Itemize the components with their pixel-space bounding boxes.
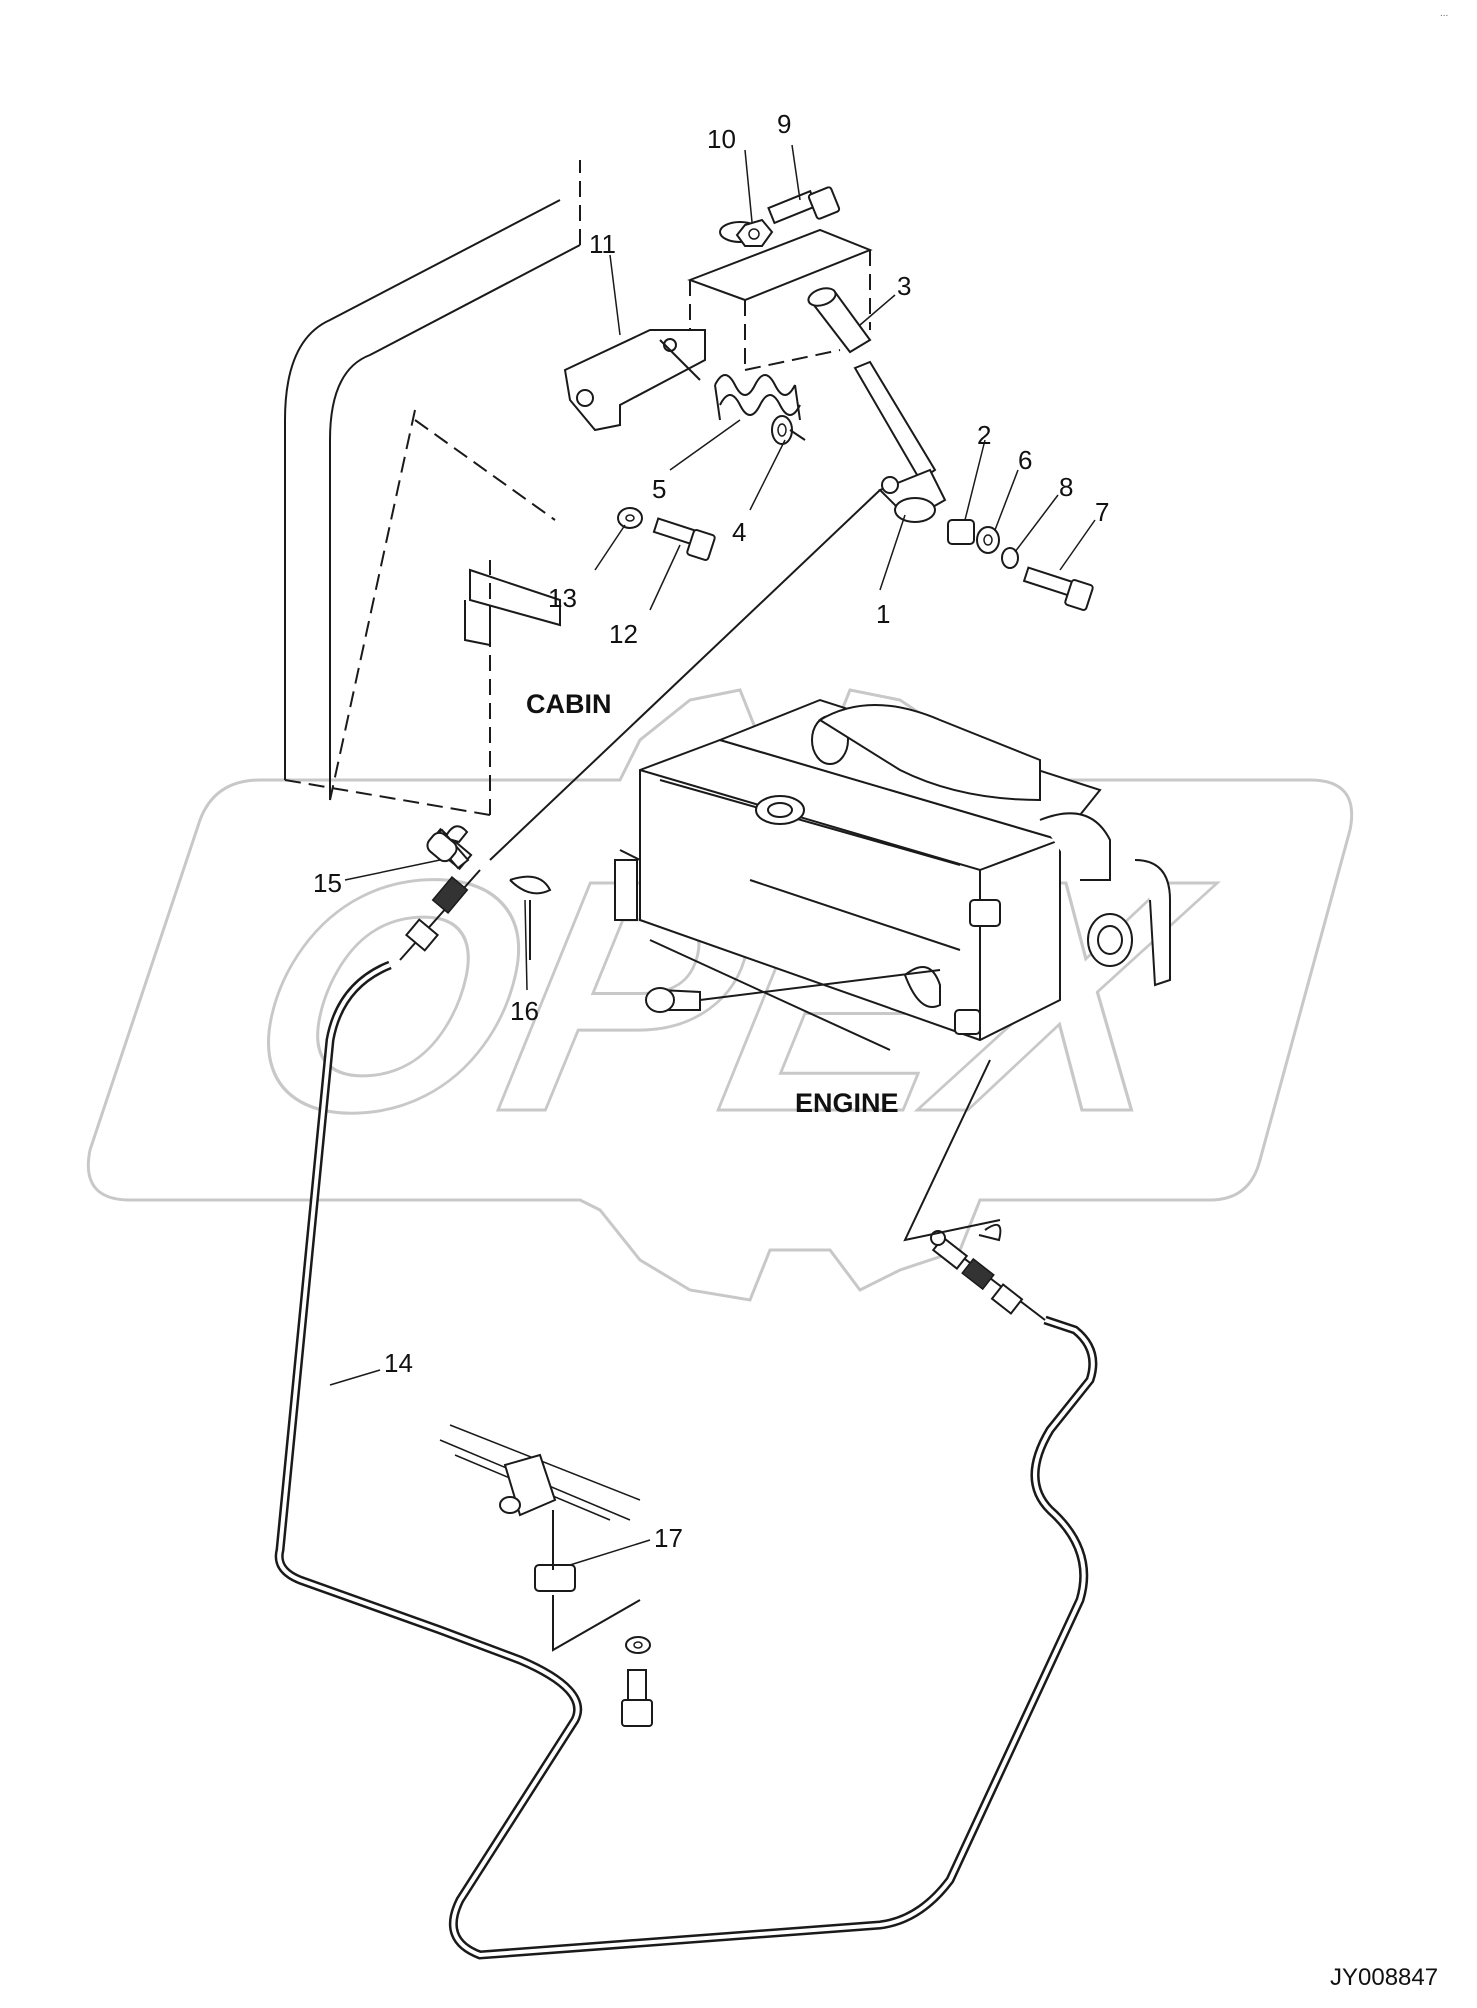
document-code: JY008847 — [1330, 1964, 1438, 1991]
engine-block — [614, 698, 1171, 1051]
callout-15: 15 — [313, 868, 342, 898]
watermark-gear-outline — [86, 688, 1354, 1302]
callout-12: 12 — [609, 619, 638, 649]
callout-1: 1 — [876, 599, 890, 629]
bolt-12 — [652, 517, 716, 561]
bushing-2 — [947, 519, 975, 545]
callout-9: 9 — [777, 109, 791, 139]
washer-13 — [617, 507, 643, 529]
section-label-cabin: CABIN — [526, 689, 612, 719]
bolt-9 — [767, 186, 841, 225]
knob-3 — [807, 287, 872, 354]
clip-16 — [509, 875, 552, 960]
callout-6: 6 — [1018, 445, 1032, 475]
pedal-bracket — [563, 329, 706, 432]
leader-lines — [329, 144, 1096, 1566]
nut-10 — [735, 218, 774, 247]
callout-2: 2 — [977, 420, 991, 450]
washer-4 — [771, 415, 806, 445]
washer-clamp — [625, 1636, 651, 1654]
callout-8: 8 — [1059, 472, 1073, 502]
callout-4: 4 — [732, 517, 746, 547]
bolt-clamp — [621, 1669, 653, 1727]
callout-14: 14 — [384, 1348, 413, 1378]
washer-8 — [1001, 547, 1019, 569]
pedal-lever-1 — [853, 360, 947, 523]
washer-6 — [976, 526, 1000, 554]
bolt-7 — [1022, 566, 1094, 611]
cable-14-inner — [277, 963, 1095, 1958]
callout-3: 3 — [897, 271, 911, 301]
cable-end-lower — [903, 1059, 1046, 1321]
corner-mark: ... — [1440, 8, 1448, 19]
callout-17: 17 — [654, 1523, 683, 1553]
cable-pedal-to-engine-link — [489, 489, 881, 861]
callout-5: 5 — [652, 474, 666, 504]
callout-10: 10 — [707, 124, 736, 154]
harness-bundle — [439, 1424, 641, 1521]
callout-16: 16 — [510, 996, 539, 1026]
pin-15 — [426, 828, 470, 870]
callout-11: 11 — [589, 229, 616, 259]
callouts: 1 2 3 4 5 6 7 8 9 10 11 12 13 14 15 16 1… — [313, 109, 1109, 1553]
clamp-17 — [534, 1510, 641, 1652]
cabin-panel — [284, 160, 873, 816]
spring-5 — [714, 374, 801, 421]
callout-13: 13 — [548, 583, 577, 613]
callout-7: 7 — [1095, 497, 1109, 527]
section-label-engine: ENGINE — [795, 1088, 899, 1118]
